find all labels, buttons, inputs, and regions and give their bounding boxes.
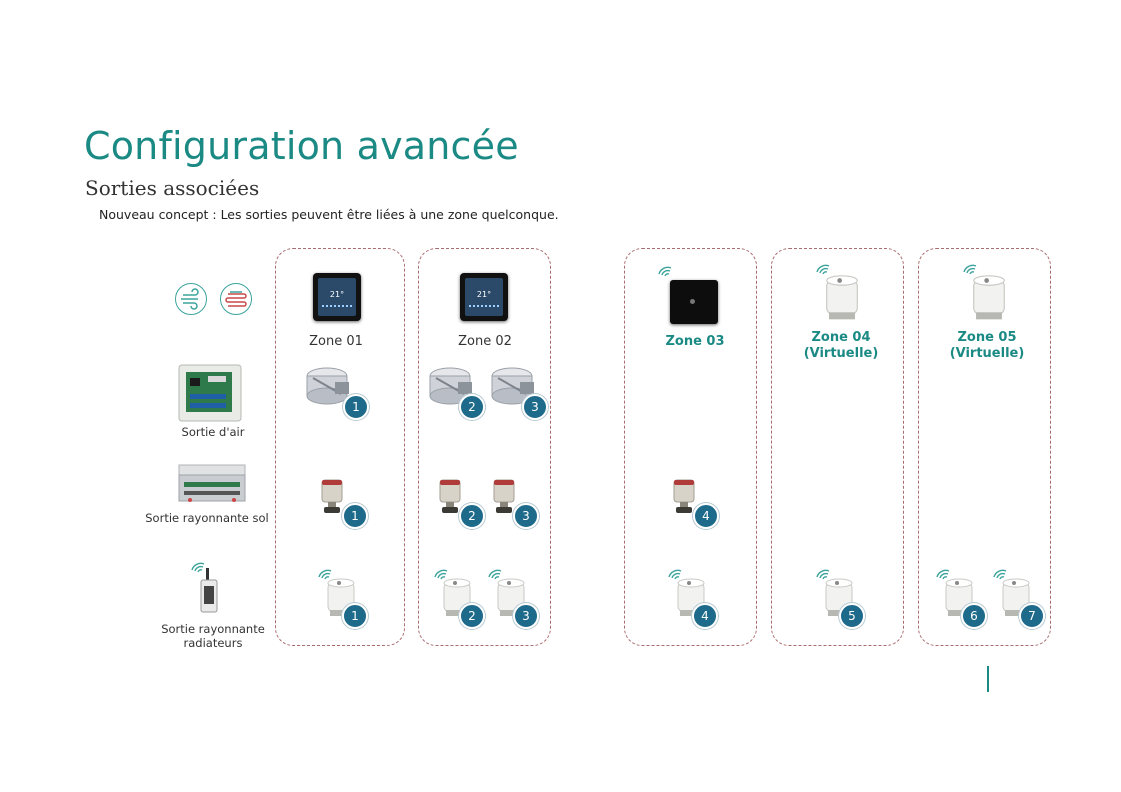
output-badge: 3 bbox=[513, 503, 539, 529]
radiant-heat-icon bbox=[220, 283, 252, 315]
output-badge: 5 bbox=[839, 603, 865, 629]
output-badge: 2 bbox=[459, 394, 485, 420]
air-flow-icon bbox=[175, 283, 207, 315]
output-badge: 2 bbox=[459, 603, 485, 629]
wifi-icon bbox=[658, 266, 672, 277]
zone-label-01: Zone 01 bbox=[309, 334, 363, 349]
thermostat-icon: 21° bbox=[460, 273, 508, 321]
output-badge: 6 bbox=[961, 603, 987, 629]
row-label-radiators: Sortie rayonnante radiateurs bbox=[161, 622, 265, 650]
zone-card-02 bbox=[418, 248, 551, 646]
radiator-gateway-icon bbox=[200, 568, 218, 613]
output-badge: 1 bbox=[343, 394, 369, 420]
output-badge: 3 bbox=[522, 394, 548, 420]
thermostat-icon: 21° bbox=[313, 273, 361, 321]
row-label-floor: Sortie rayonnante sol bbox=[145, 511, 269, 525]
output-badge: 7 bbox=[1019, 603, 1045, 629]
page-marker-line bbox=[987, 666, 989, 692]
zone-label-02: Zone 02 bbox=[458, 334, 512, 349]
radiator-valve-icon bbox=[973, 275, 1005, 320]
zone-label-04: Zone 04 (Virtuelle) bbox=[803, 330, 879, 361]
zone-label-03: Zone 03 bbox=[665, 334, 725, 349]
output-badge: 4 bbox=[692, 603, 718, 629]
output-badge: 2 bbox=[459, 503, 485, 529]
row-label-air: Sortie d'air bbox=[181, 425, 245, 439]
page-title: Configuration avancée bbox=[84, 124, 519, 168]
wireless-thermostat-icon bbox=[670, 280, 718, 324]
zone-card-01 bbox=[275, 248, 405, 646]
air-control-board-icon bbox=[178, 364, 242, 422]
zone-card-03 bbox=[624, 248, 757, 646]
zone-card-05 bbox=[918, 248, 1051, 646]
output-badge: 1 bbox=[342, 603, 368, 629]
page-description: Nouveau concept : Les sorties peuvent êt… bbox=[99, 207, 559, 222]
zone-label-05: Zone 05 (Virtuelle) bbox=[949, 330, 1025, 361]
floor-control-module-icon bbox=[178, 464, 246, 502]
page-subtitle: Sorties associées bbox=[85, 176, 260, 200]
radiator-valve-icon bbox=[826, 275, 858, 320]
output-badge: 1 bbox=[342, 503, 368, 529]
zone-card-04 bbox=[771, 248, 904, 646]
output-badge: 4 bbox=[693, 503, 719, 529]
output-badge: 3 bbox=[513, 603, 539, 629]
